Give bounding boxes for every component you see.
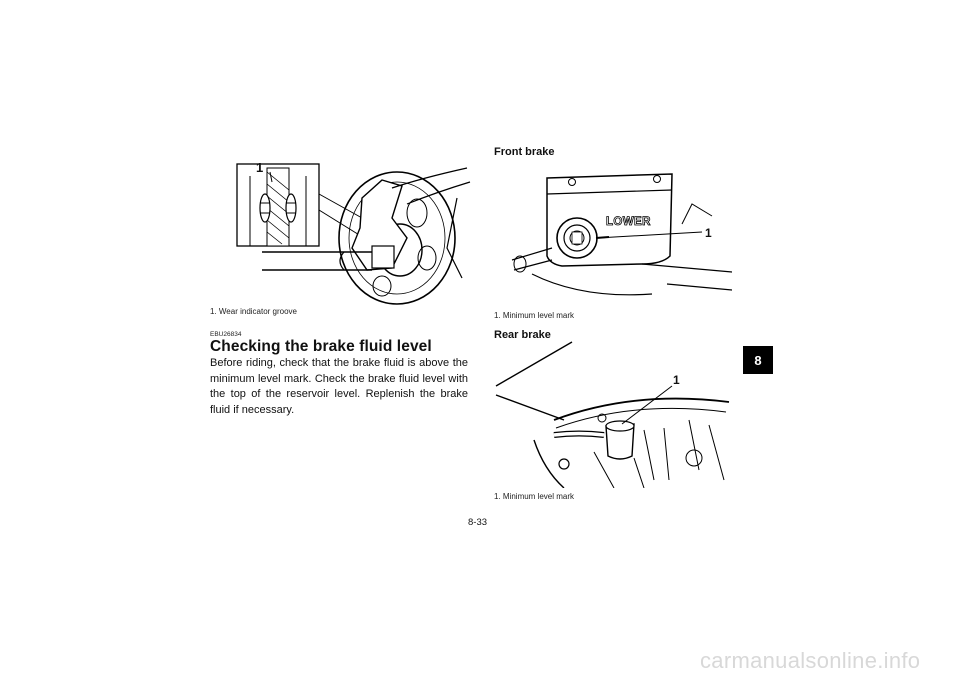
front-lower-label: LOWER bbox=[606, 216, 651, 229]
rear-brake-reservoir-illustration bbox=[495, 341, 730, 488]
front-brake-caption: 1. Minimum level mark bbox=[494, 311, 575, 320]
front-brake-title: Front brake bbox=[494, 146, 555, 158]
section-body: Before riding, check that the brake flui… bbox=[210, 357, 468, 416]
rear-brake-callout: 1 bbox=[673, 373, 680, 387]
watermark-text: carmanualsonline.info bbox=[700, 648, 921, 673]
chapter-tab: 8 bbox=[743, 346, 773, 374]
section-code: EBU26834 bbox=[210, 331, 242, 338]
page-number: 8-33 bbox=[468, 517, 488, 528]
section-heading: Checking the brake fluid level bbox=[210, 338, 432, 355]
rear-brake-caption: 1. Minimum level mark bbox=[494, 492, 575, 501]
front-brake-callout: 1 bbox=[705, 226, 712, 240]
left-figure-caption: 1. Wear indicator groove bbox=[210, 307, 298, 316]
front-brake-reservoir-illustration bbox=[511, 173, 732, 296]
rear-brake-title: Rear brake bbox=[494, 329, 551, 341]
brake-pad-illustration bbox=[236, 163, 471, 305]
left-figure-callout: 1 bbox=[256, 160, 264, 175]
